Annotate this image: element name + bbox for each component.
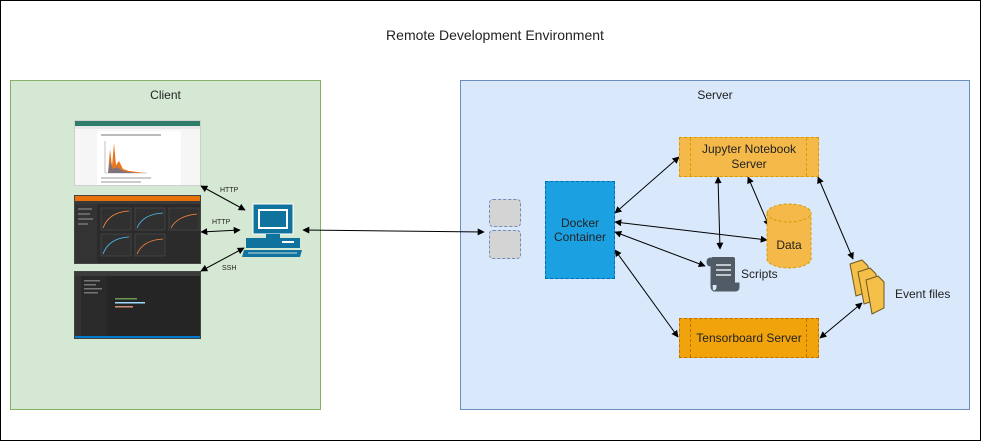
scripts-scroll-icon: [706, 257, 740, 292]
ssh-editor-screenshot: [74, 271, 201, 339]
tensorboard-screenshot: [74, 195, 201, 264]
jupyter-scripts-arrow: [714, 176, 724, 250]
server-label: Server: [697, 88, 733, 102]
docker-scripts-arrow: [614, 230, 706, 268]
event-files-icon: [849, 259, 885, 315]
jupyter-eventfiles-arrow: [817, 176, 854, 260]
http-arrow-top: [200, 185, 246, 211]
ssh-arrow: [200, 247, 245, 272]
event-files-label: Event files: [895, 287, 951, 301]
tensorboard-server: Tensorboard Server: [679, 318, 819, 358]
jupyter-left-bar: [690, 138, 692, 176]
ssh-label: SSH: [222, 265, 237, 272]
network-node-top: [489, 199, 521, 227]
http-arrow-mid: [200, 226, 241, 236]
docker-data-arrow: [614, 219, 768, 243]
jupyter-server-label: Jupyter Notebook Server: [701, 142, 797, 171]
http-label-top: HTTP: [220, 187, 239, 194]
client-server-arrow: [302, 226, 485, 236]
docker-jupyter-arrow: [614, 156, 680, 214]
tensorboard-screenshot-graphic: [75, 196, 200, 263]
network-node-bottom: [489, 230, 521, 259]
client-label: Client: [150, 88, 181, 102]
jupyter-right-bar: [806, 138, 808, 176]
jupyter-data-arrow: [747, 176, 770, 227]
docker-tensorboard-arrow: [614, 249, 679, 338]
tensorboard-server-label: Tensorboard Server: [696, 331, 802, 345]
ssh-editor-screenshot-graphic: [75, 272, 200, 338]
jupyter-screenshot-graphic: [75, 121, 200, 185]
tensorboard-eventfiles-arrow: [819, 302, 863, 339]
data-cylinder-icon: [766, 203, 812, 269]
http-label-mid: HTTP: [212, 219, 231, 226]
client-computer-icon: [242, 203, 302, 257]
docker-container: Docker Container: [545, 181, 615, 279]
docker-container-label: Docker Container: [553, 216, 607, 244]
diagram-title: Remote Development Environment: [386, 27, 604, 43]
tensorboard-left-bar: [690, 319, 692, 357]
jupyter-server: Jupyter Notebook Server: [679, 137, 819, 177]
tensorboard-right-bar: [806, 319, 808, 357]
jupyter-screenshot: [74, 120, 201, 186]
data-label: Data: [776, 238, 802, 252]
scripts-label: Scripts: [741, 267, 778, 281]
